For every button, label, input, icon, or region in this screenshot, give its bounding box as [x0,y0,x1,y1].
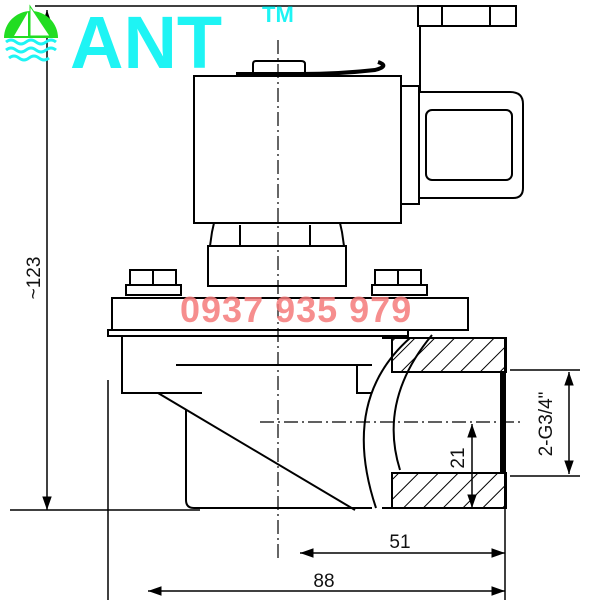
height-label: ~123 [24,257,45,300]
phone-watermark: 0937 935 979 [180,289,412,330]
trademark: TM [262,2,294,27]
brand-name: ANT [70,1,222,84]
overall-length-label: 88 [313,571,334,592]
outlet-length-dimension: 51 [300,532,505,558]
solenoid-coil [193,5,524,287]
overall-length-dimension: 88 [148,571,505,596]
valve-body [107,269,512,511]
sailboat-waves-icon [4,4,58,62]
port-dimension: 2-G3/4" [510,369,580,477]
port-offset-label: 21 [448,447,469,468]
height-dimension: ~123 [24,9,52,510]
outlet-length-label: 51 [389,532,410,553]
port-offset-dimension: 21 [448,424,477,508]
port-label: 2-G3/4" [536,392,557,457]
brand-logo: ANT TM [4,1,294,84]
